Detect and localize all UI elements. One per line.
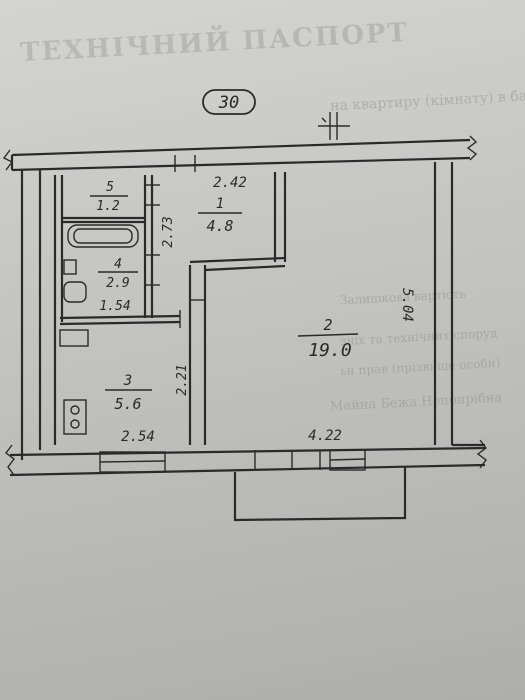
balcony-door bbox=[254, 450, 321, 470]
room-area: 1.2 bbox=[96, 199, 120, 214]
window-kitchen bbox=[99, 451, 166, 473]
outer-right-wall bbox=[433, 162, 485, 447]
balcony-outline bbox=[233, 466, 407, 522]
bathtub bbox=[67, 224, 139, 248]
room-area: 5.6 bbox=[114, 395, 141, 413]
plan-number-badge: 30 bbox=[202, 89, 256, 115]
dimension-hall-length: 2.73 bbox=[161, 216, 176, 247]
room-area: 19.0 bbox=[308, 340, 351, 361]
room-1-label: 1 4.8 bbox=[198, 196, 242, 235]
room-3-label: 3 5.6 bbox=[105, 373, 152, 413]
stove bbox=[63, 399, 87, 435]
room-4-label: 4 2.9 bbox=[98, 257, 138, 291]
room-number: 2 bbox=[323, 316, 332, 334]
room-2-label: 2 19.0 bbox=[297, 316, 359, 361]
outer-left-wall bbox=[20, 170, 42, 460]
dimension-kitchen-width: 2.54 bbox=[121, 429, 155, 445]
dimension-bath-width: 1.54 bbox=[99, 299, 130, 314]
riser-symbol bbox=[318, 112, 350, 140]
dimension-kitchen-length: 2.21 bbox=[175, 364, 190, 395]
room-number: 1 bbox=[216, 196, 224, 212]
toilet bbox=[63, 259, 87, 303]
dimension-room-length: 5.04 bbox=[399, 288, 415, 322]
window-room bbox=[329, 449, 366, 471]
partition-walls bbox=[53, 155, 287, 445]
room-area: 2.9 bbox=[106, 276, 129, 291]
room-number: 4 bbox=[114, 257, 122, 272]
dimension-room-width: 4.22 bbox=[308, 428, 342, 444]
outer-bottom-wall bbox=[5, 439, 487, 477]
room-area: 4.8 bbox=[206, 217, 233, 235]
kitchen-sink bbox=[59, 329, 89, 347]
dimension-hall-width: 2.42 bbox=[213, 175, 247, 191]
room-number: 3 bbox=[123, 373, 132, 389]
plan-number: 30 bbox=[218, 93, 239, 113]
room-number: 5 bbox=[106, 180, 114, 195]
outer-top-wall bbox=[2, 135, 478, 172]
room-5-label: 5 1.2 bbox=[90, 180, 128, 214]
